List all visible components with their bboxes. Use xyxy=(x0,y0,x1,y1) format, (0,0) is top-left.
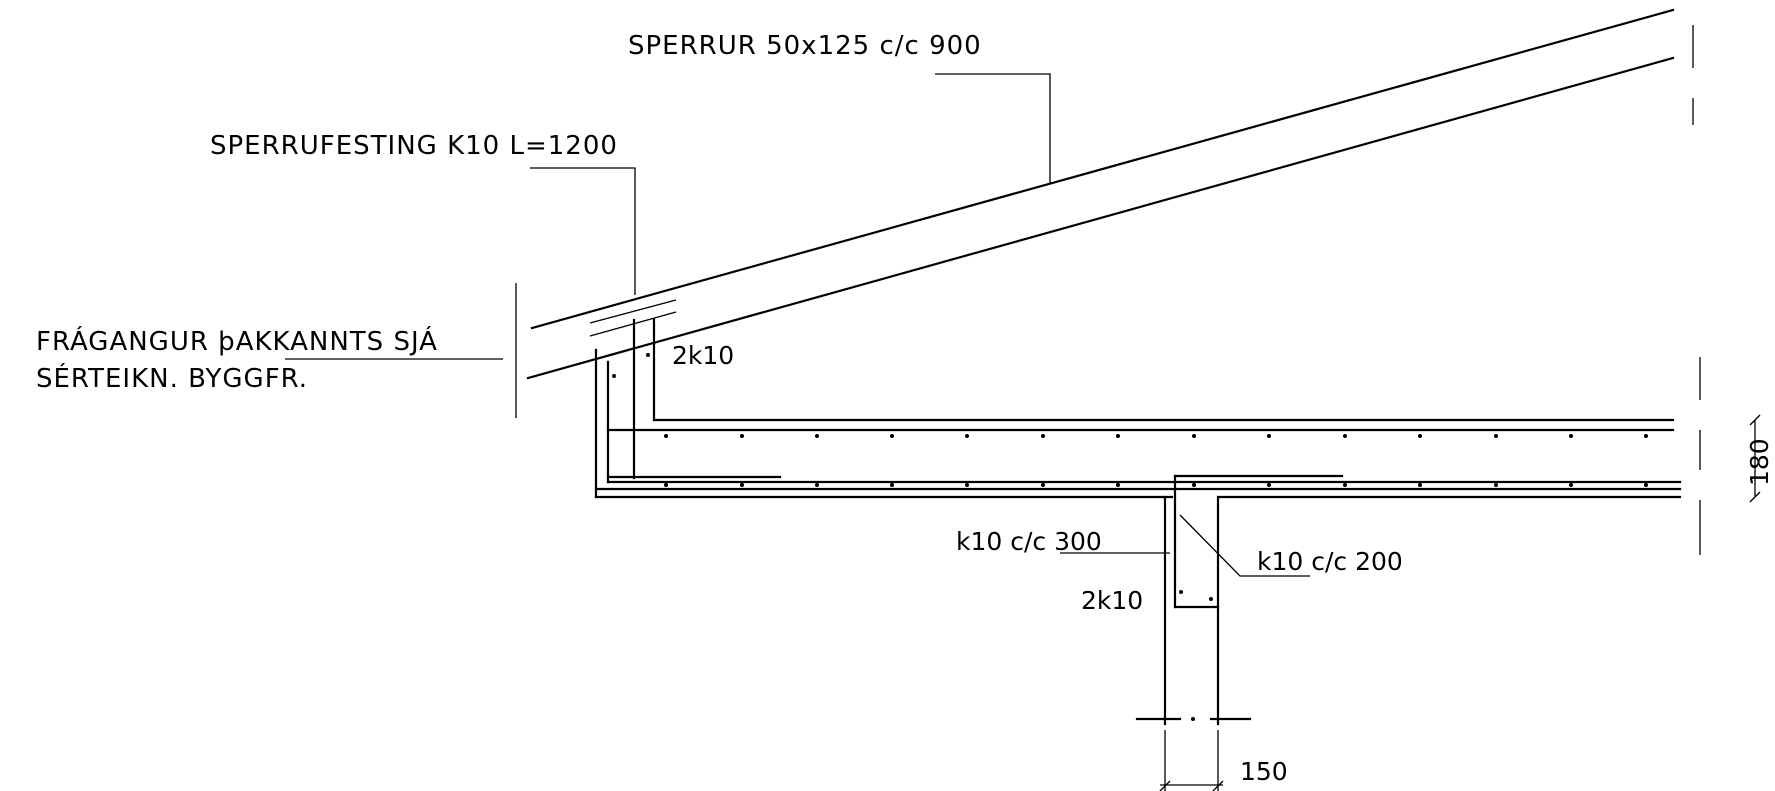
label-stirrups-300: k10 c/c 300 xyxy=(956,527,1102,556)
slab-rebar-dots xyxy=(612,353,1648,487)
leader-lines xyxy=(285,73,1310,577)
dimension-150 xyxy=(1159,730,1224,791)
label-eaves-finish-line2: SÉRTEIKN. BYGGFR. xyxy=(36,362,308,394)
label-rafters: SPERRUR 50x125 c/c 900 xyxy=(628,31,982,61)
downstand-beam-wall xyxy=(1135,474,1252,726)
dimension-180 xyxy=(1749,414,1761,503)
label-rebar-beam: 2k10 xyxy=(1081,586,1143,615)
label-stirrups-200: k10 c/c 200 xyxy=(1257,547,1403,576)
rafter xyxy=(526,8,1675,380)
label-dim-150: 150 xyxy=(1240,757,1288,786)
right-section-line xyxy=(1692,25,1701,555)
label-rafter-fixing: SPERRUFESTING K10 L=1200 xyxy=(210,131,618,161)
label-rebar-top: 2k10 xyxy=(672,341,734,370)
label-eaves-finish-line1: FRÁGANGUR þAKKANNTS SJÁ xyxy=(36,325,438,357)
concrete-slab xyxy=(594,318,1682,499)
label-dim-180: 180 xyxy=(1745,438,1774,486)
rafter-fixing-marks xyxy=(589,299,677,337)
